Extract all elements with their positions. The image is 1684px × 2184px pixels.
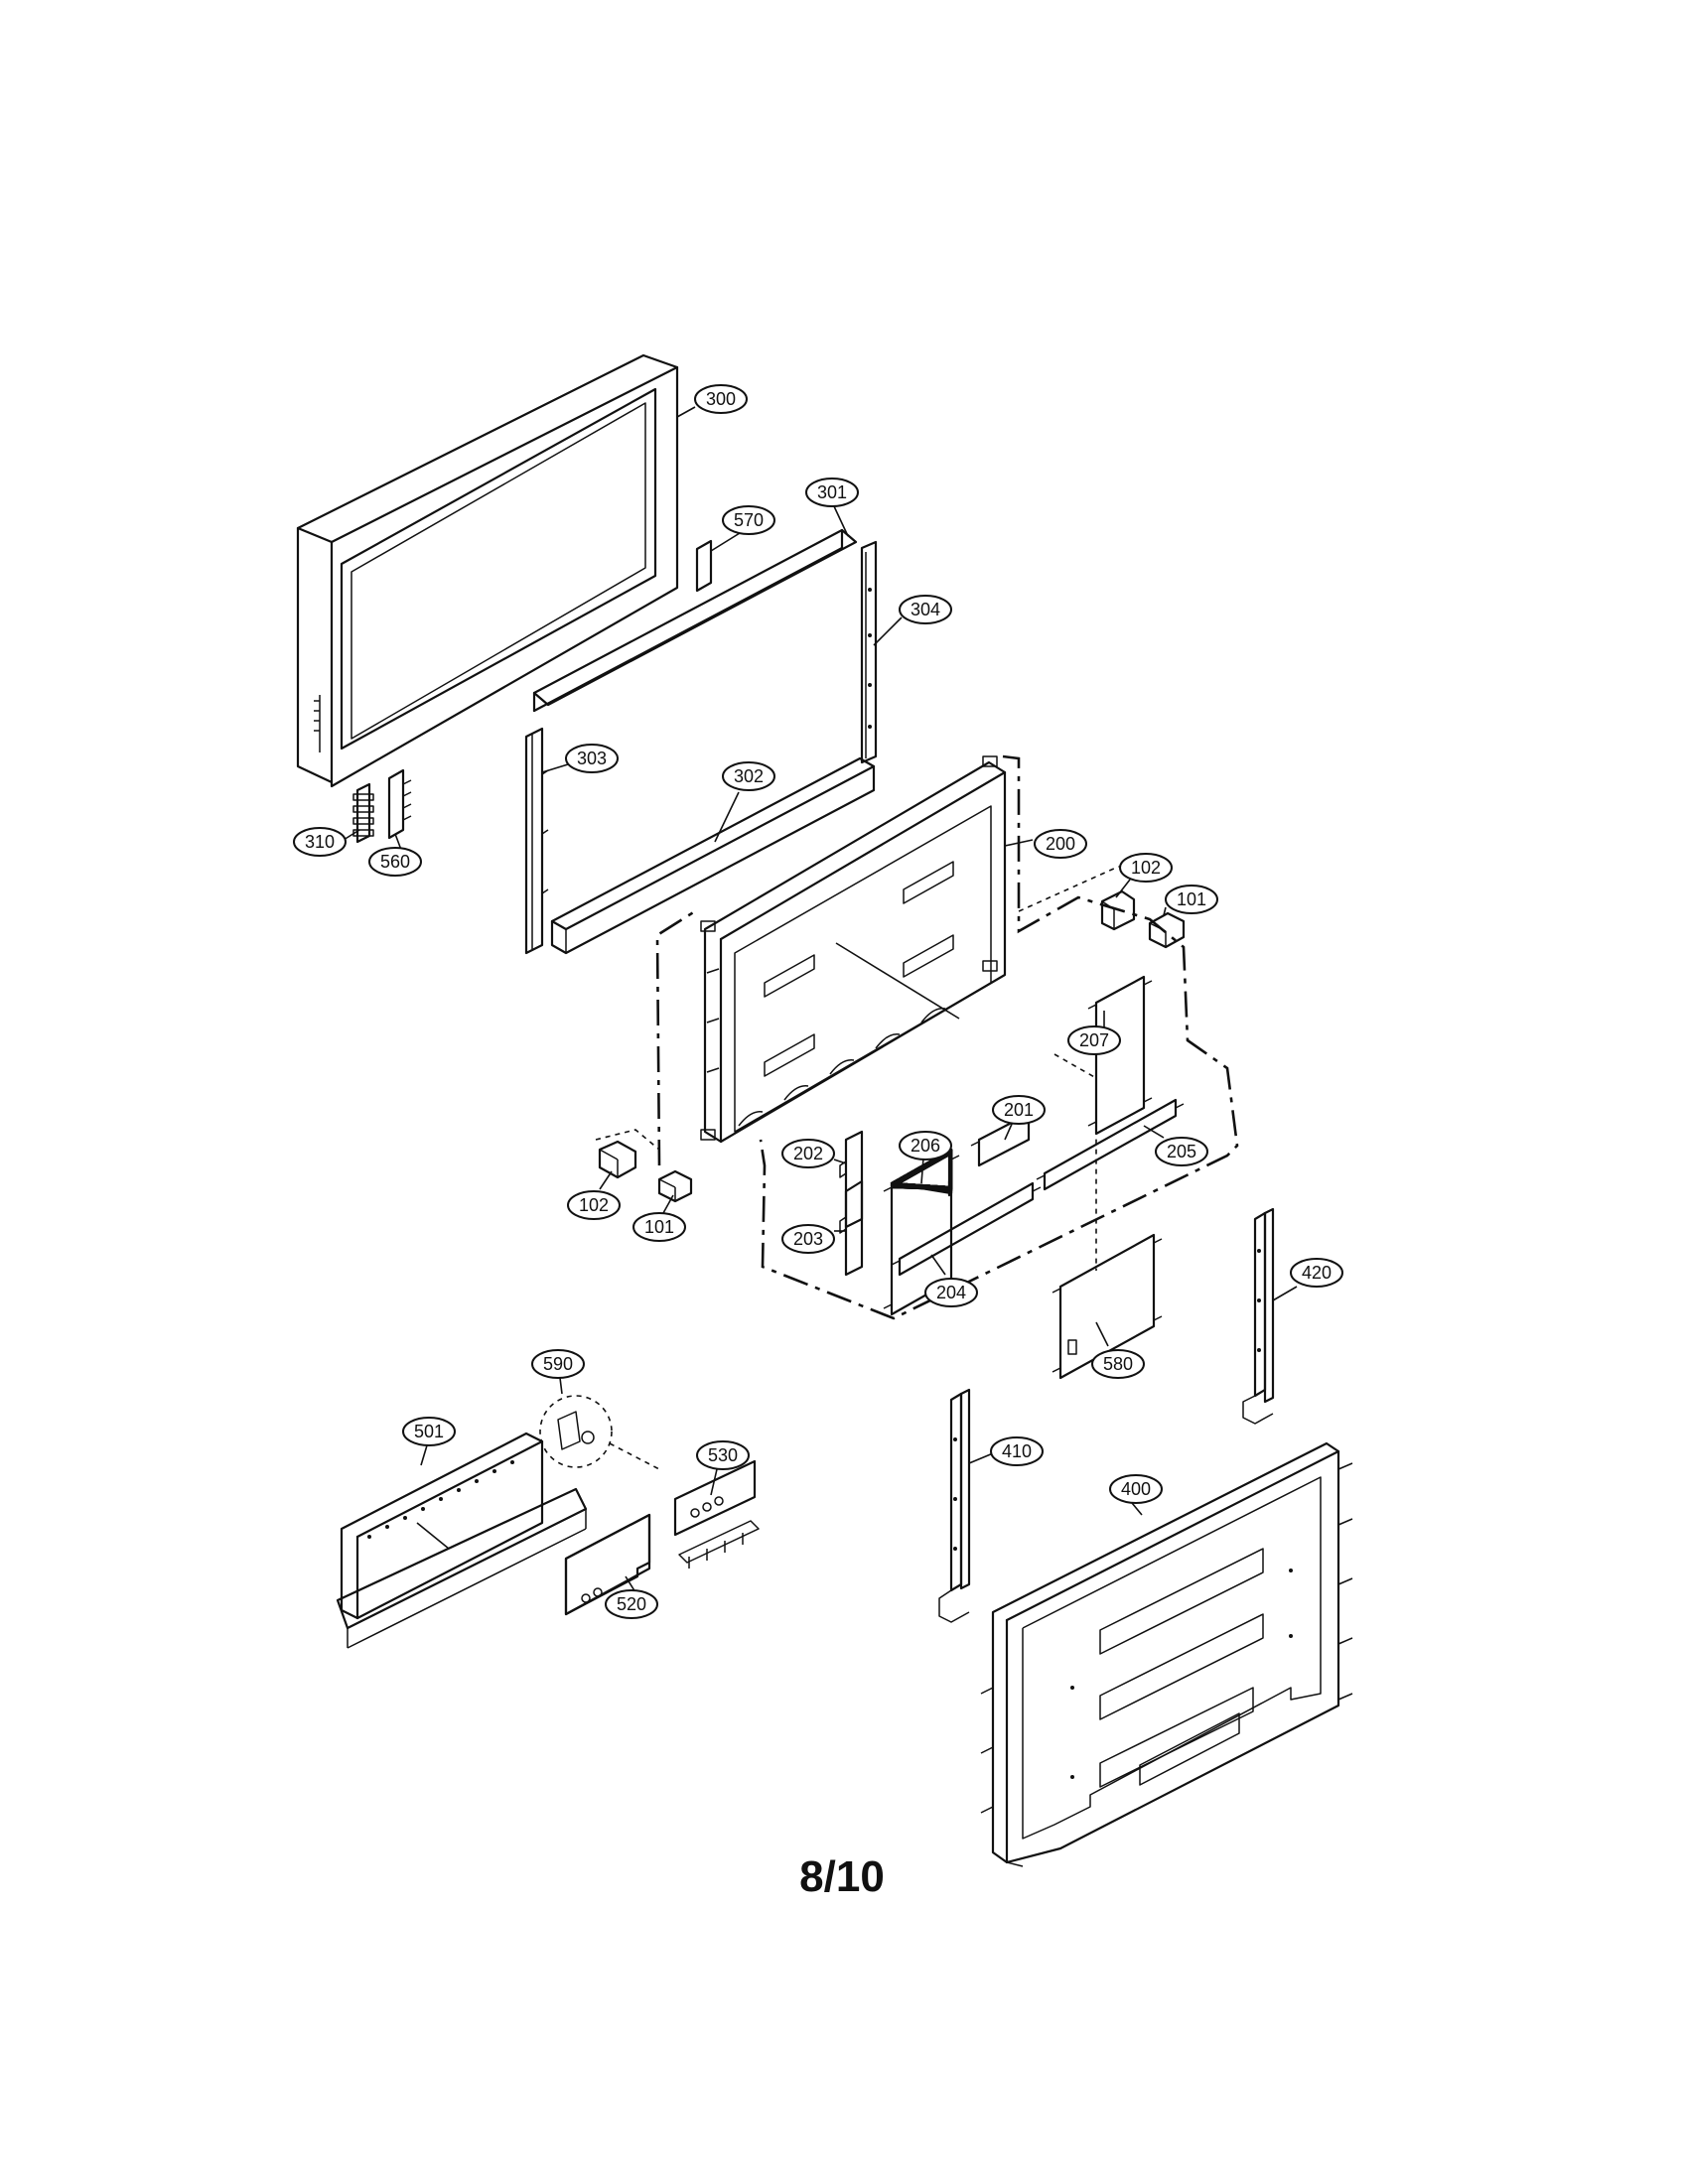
part-570-bracket (695, 532, 741, 593)
part-102-hinge-top (1100, 889, 1136, 931)
part-580-board (1052, 1233, 1163, 1380)
callout-label: 302 (734, 766, 764, 786)
part-203-bracket (839, 1179, 864, 1277)
callout-label: 301 (817, 482, 847, 502)
callout-570: 570 (722, 505, 775, 535)
part-204-strip (891, 1181, 1042, 1277)
part-530-board (673, 1459, 760, 1569)
part-520-board (564, 1513, 651, 1616)
callout-310: 310 (293, 827, 347, 857)
callout-label: 205 (1167, 1142, 1196, 1161)
callout-102-bottom: 102 (567, 1190, 621, 1220)
callout-label: 530 (708, 1445, 738, 1465)
callout-label: 300 (706, 389, 736, 409)
callout-102-top: 102 (1119, 853, 1173, 883)
part-410-left-stand-bracket (938, 1388, 971, 1623)
callout-label: 560 (380, 852, 410, 872)
part-202-bracket (839, 1130, 864, 1229)
callout-203: 203 (781, 1224, 835, 1254)
callout-303: 303 (565, 744, 619, 773)
callout-label: 580 (1103, 1354, 1133, 1374)
leader-lines (343, 406, 1298, 1593)
callout-304: 304 (899, 595, 952, 624)
callout-301: 301 (805, 478, 859, 507)
guide-line (595, 1129, 660, 1151)
callout-207: 207 (1067, 1025, 1121, 1055)
callout-501: 501 (402, 1417, 456, 1446)
callout-420: 420 (1290, 1258, 1343, 1288)
callout-580: 580 (1091, 1349, 1145, 1379)
part-560-bracket (387, 768, 412, 840)
part-301-top-rail (532, 528, 858, 713)
callout-202: 202 (781, 1139, 835, 1168)
callout-302: 302 (722, 761, 775, 791)
part-302-bottom-rail (550, 756, 876, 955)
callout-label: 202 (793, 1144, 823, 1163)
callout-590: 590 (531, 1349, 585, 1379)
callout-label: 101 (1177, 889, 1206, 909)
callout-200: 200 (1034, 829, 1087, 859)
callout-label: 400 (1121, 1479, 1151, 1499)
page-number: 8/10 (799, 1852, 885, 1901)
callout-101-bottom: 101 (632, 1212, 686, 1242)
callout-520: 520 (605, 1589, 658, 1619)
part-304-right-rail (860, 540, 878, 764)
part-101-block-top (1148, 911, 1186, 949)
part-205-strip (1036, 1098, 1185, 1191)
callout-label: 201 (1004, 1100, 1034, 1120)
part-300-front-bezel (296, 353, 679, 788)
callout-label: 101 (644, 1217, 674, 1237)
part-207-board (1087, 975, 1153, 1136)
part-590-detail (539, 1395, 660, 1470)
callout-201: 201 (992, 1095, 1046, 1125)
callout-410: 410 (990, 1436, 1044, 1466)
callout-label: 590 (543, 1354, 573, 1374)
callout-label: 102 (579, 1195, 609, 1215)
part-400-back-cover (980, 1441, 1353, 1867)
part-101-block-bottom (657, 1169, 693, 1203)
callout-label: 304 (911, 600, 940, 619)
chassis-assembly-outline (655, 754, 1239, 1320)
callout-label: 206 (911, 1136, 940, 1156)
callout-560: 560 (368, 847, 422, 877)
callout-label: 207 (1079, 1030, 1109, 1050)
part-420-right-stand-bracket (1242, 1207, 1275, 1425)
callout-label: 410 (1002, 1441, 1032, 1461)
callout-label: 203 (793, 1229, 823, 1249)
callout-label: 200 (1046, 834, 1075, 854)
callout-label: 204 (936, 1283, 966, 1302)
callout-label: 420 (1302, 1263, 1332, 1283)
callout-206: 206 (899, 1131, 952, 1160)
part-206-leads (883, 1155, 960, 1309)
part-303-left-rail (524, 727, 549, 955)
callout-label: 501 (414, 1422, 444, 1441)
callout-400: 400 (1109, 1474, 1163, 1504)
callout-label: 310 (305, 832, 335, 852)
callout-label: 570 (734, 510, 764, 530)
part-102-hinge-bottom (598, 1140, 637, 1179)
callout-205: 205 (1155, 1137, 1208, 1166)
part-200-chassis (700, 755, 1007, 1144)
part-310-button-board (352, 782, 374, 844)
callout-label: 303 (577, 749, 607, 768)
callout-204: 204 (924, 1278, 978, 1307)
callout-300: 300 (694, 384, 748, 414)
callout-101-top: 101 (1165, 885, 1218, 914)
callout-530: 530 (696, 1440, 750, 1470)
part-501-control-panel (336, 1432, 588, 1649)
callout-label: 102 (1131, 858, 1161, 878)
callout-label: 520 (617, 1594, 646, 1614)
